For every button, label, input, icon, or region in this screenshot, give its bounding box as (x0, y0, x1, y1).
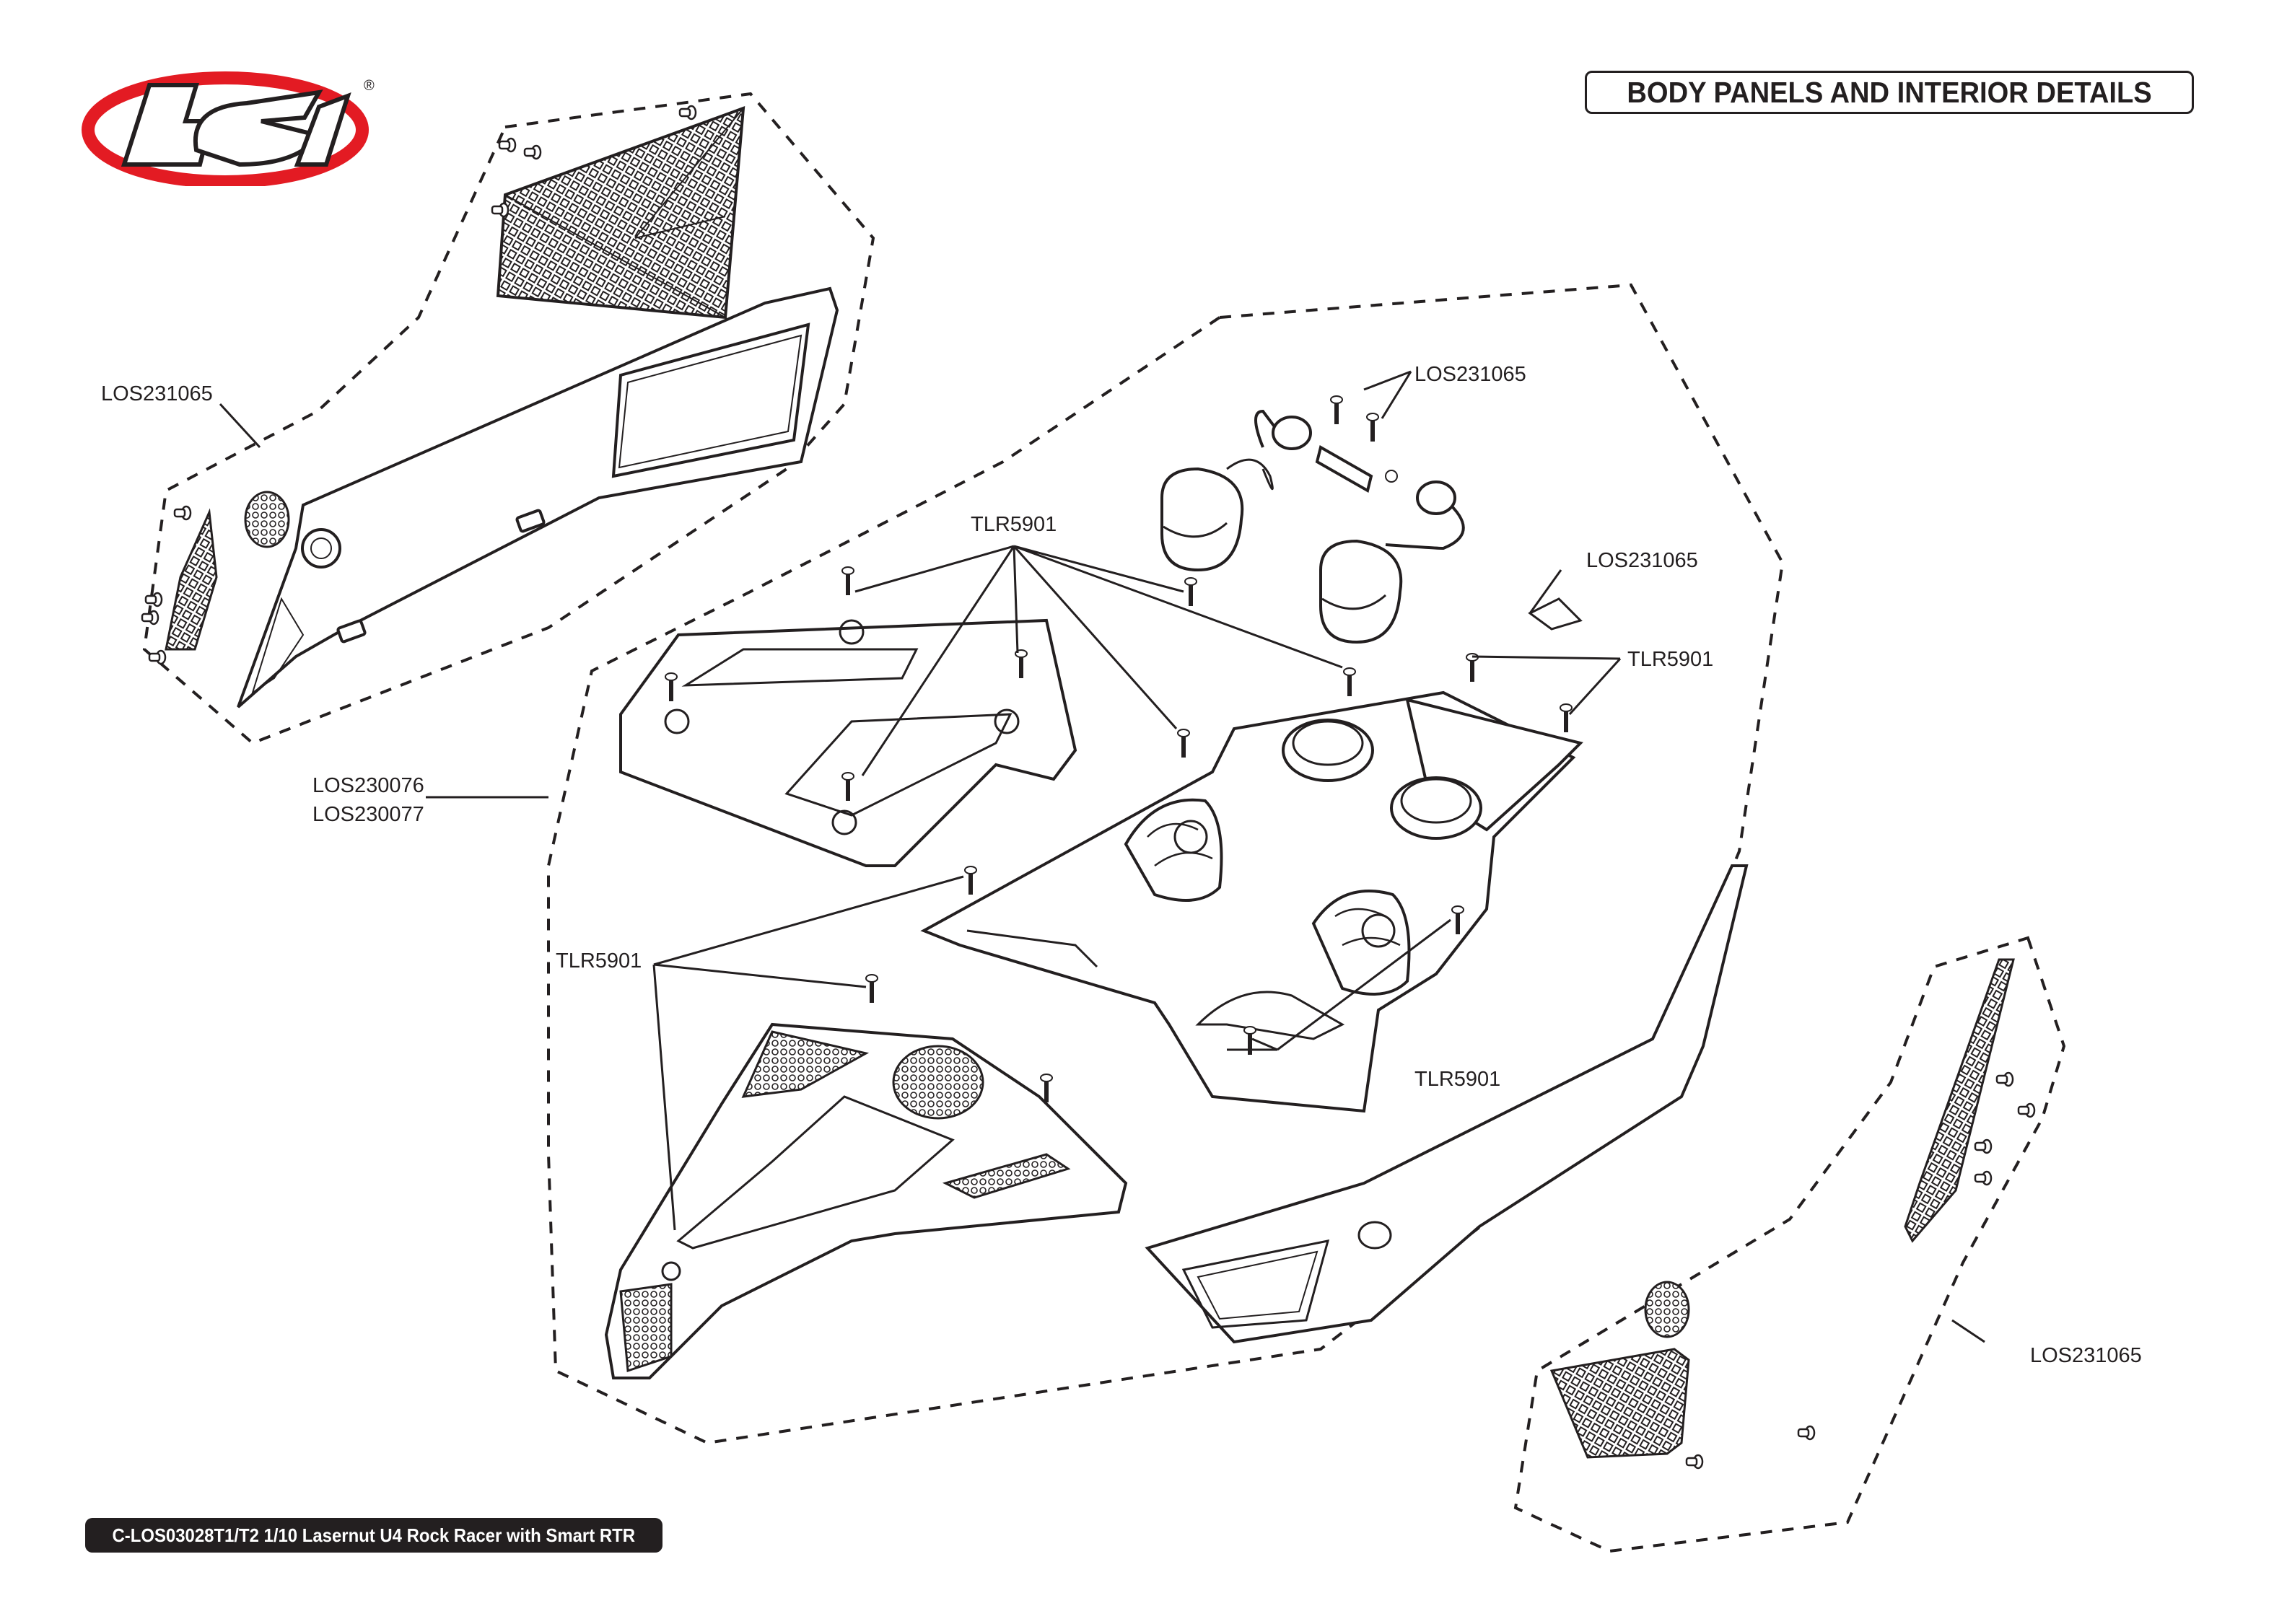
callout-driver-screws: LOS231065 (1414, 363, 1526, 386)
losi-logo: ® (81, 63, 384, 188)
leader-lines (219, 370, 1985, 1343)
left-grille-triangle (496, 106, 745, 320)
right-side-panel (1145, 864, 1749, 1344)
callout-left-side-panel: LOS231065 (101, 382, 213, 405)
page-title: BODY PANELS AND INTERIOR DETAILS (1627, 75, 2152, 109)
callout-rear-fender-small-part: LOS231065 (1586, 549, 1698, 572)
rear-fender-small-part (1528, 597, 1583, 631)
callout-right-side-panel: LOS231065 (2030, 1344, 2142, 1367)
driver-screws (1330, 395, 1379, 442)
hood-panel (604, 1022, 1128, 1379)
driver-figures (1160, 409, 1465, 644)
callout-hood-screws: TLR5901 (556, 949, 642, 973)
group-outline-right-panel (1513, 936, 2066, 1553)
callout-interior-body-b: LOS230077 (312, 803, 424, 826)
callout-top-cover-screws: TLR5901 (971, 513, 1057, 536)
callout-interior-screws: TLR5901 (1414, 1068, 1501, 1091)
right-grilles (1549, 958, 2015, 1459)
top-cover (619, 618, 1077, 867)
callout-rear-tray-screws: TLR5901 (1627, 648, 1714, 671)
callout-interior-body-a: LOS230076 (312, 774, 424, 797)
left-small-grilles (165, 491, 290, 651)
model-label-bar: C-LOS03028T1/T2 1/10 Lasernut U4 Rock Ra… (85, 1518, 662, 1553)
registered-mark: ® (364, 78, 375, 94)
model-label: C-LOS03028T1/T2 1/10 Lasernut U4 Rock Ra… (112, 1524, 636, 1546)
left-side-panel (237, 286, 839, 708)
page-title-box: BODY PANELS AND INTERIOR DETAILS (1585, 71, 2194, 114)
right-panel-rivets (1685, 1071, 2036, 1470)
group-outline-interior (547, 283, 1785, 1445)
